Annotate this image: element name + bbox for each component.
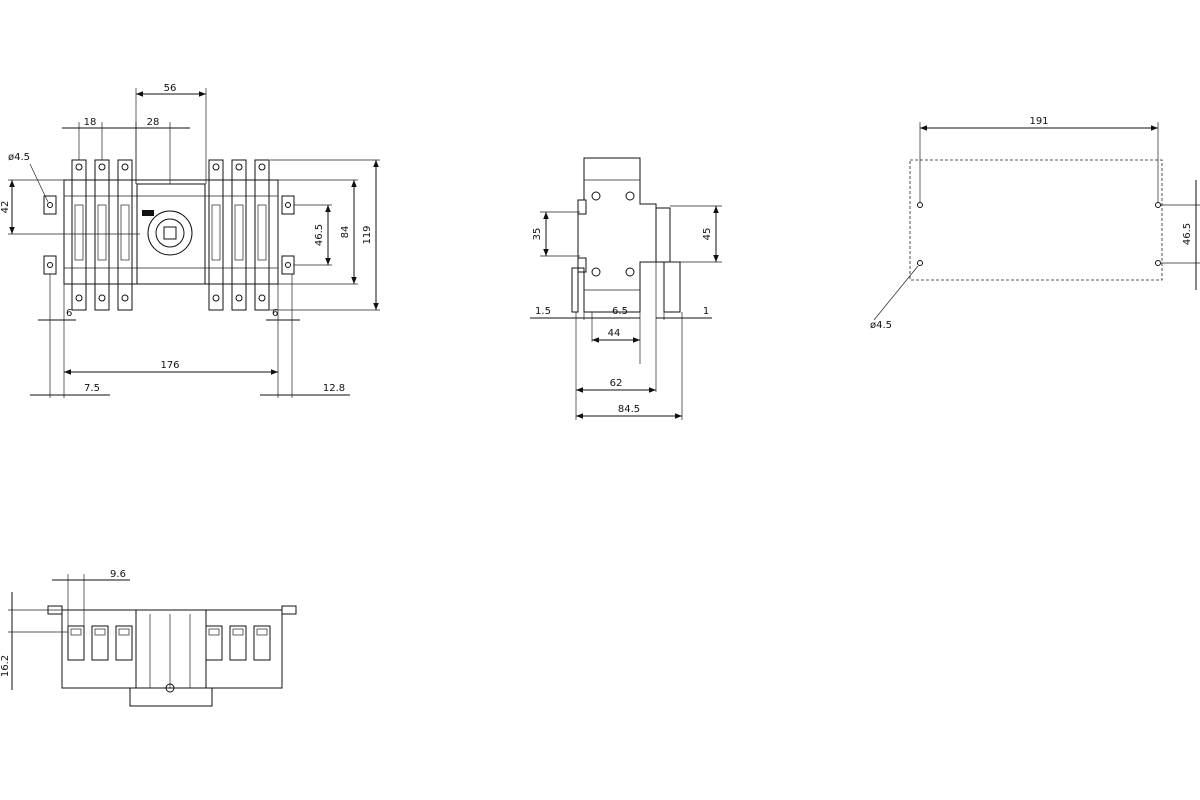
left-pole-group [71,159,133,311]
template-outline [909,159,1163,281]
bottom-terminals-right [205,625,271,661]
dim-44: 44 [608,328,621,339]
handle-rotor [147,210,193,256]
template-hole-bl [917,260,923,266]
dim-1: 1 [703,306,709,317]
side-body [577,157,657,313]
dim-12-8: 12.8 [323,383,345,394]
dim-56: 56 [164,83,177,94]
dim-6-5: 6.5 [612,306,628,317]
template-hole-br [1155,260,1161,266]
dim-46-5-template: 46.5 [1182,223,1193,245]
dim-62: 62 [610,378,623,389]
mount-tab-right-bottom [281,255,295,275]
dim-16-2: 16.2 [0,655,11,677]
dim-45: 45 [702,228,713,241]
template-hole-tr [1155,202,1161,208]
dim-hole-front: ø4.5 [8,152,30,163]
mount-tab-left-bottom [43,255,57,275]
bottom-base-plate [129,687,213,707]
dim-176: 176 [160,360,179,371]
dim-7-5: 7.5 [84,383,100,394]
template-hole-tl [917,202,923,208]
dim-119: 119 [362,225,373,244]
dim-46-5-front: 46.5 [314,224,325,246]
side-view: 35 45 1.5 6.5 1 44 62 84.5 [530,157,722,420]
dim-6-left: 6 [66,308,72,319]
dim-9-6: 9.6 [110,569,126,580]
dim-191: 191 [1029,116,1048,127]
bottom-view: 9.6 16.2 [0,569,297,707]
dim-28: 28 [147,117,160,128]
dim-84-5: 84.5 [618,404,640,415]
side-handle-adaptor [655,207,671,263]
bottom-body [61,609,283,689]
center-mechanism [136,183,206,285]
drilling-template: 191 46.5 ø4.5 [870,116,1200,331]
dim-84: 84 [340,226,351,239]
dim-35: 35 [532,228,543,241]
bottom-terminals-left [67,625,133,661]
dim-6-right: 6 [272,308,278,319]
dim-42: 42 [0,201,11,214]
right-pole-group [208,159,270,311]
mount-tab-left-top [43,195,57,215]
dim-hole-template: ø4.5 [870,320,892,331]
front-view: 56 18 28 ø4.5 42 46.5 84 119 6 6 176 7.5… [0,83,380,398]
dim-1-5: 1.5 [535,306,551,317]
mount-tab-right-top [281,195,295,215]
dim-18: 18 [84,117,97,128]
